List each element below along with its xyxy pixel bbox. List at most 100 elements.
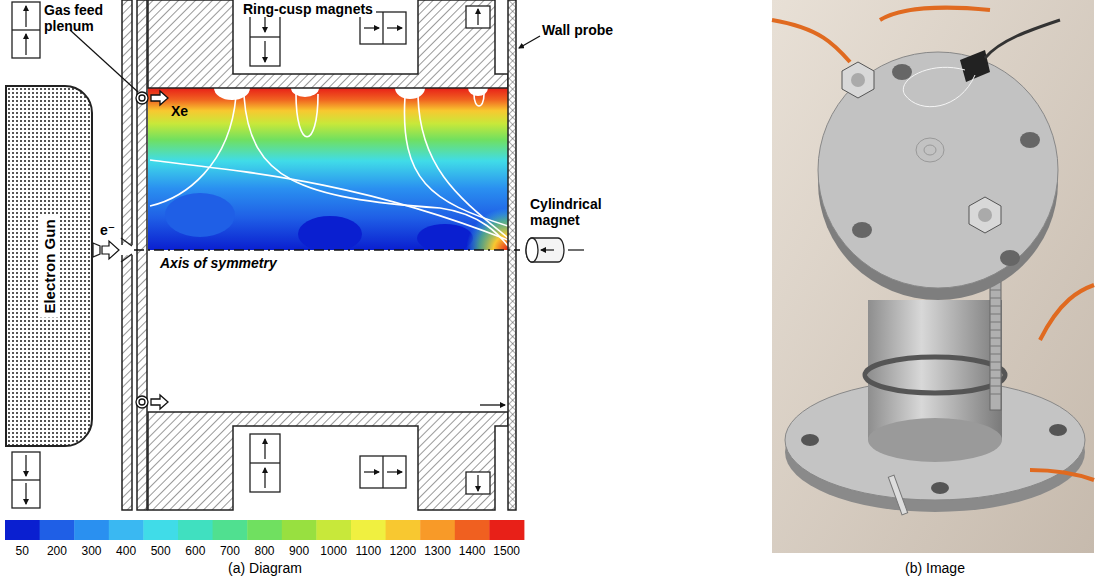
thruster-photo-part: [880, 8, 990, 20]
colorbar-part: [316, 520, 351, 540]
part-name: Cylindrical magnet: [530, 196, 620, 228]
colorbar-part: [351, 520, 386, 540]
magnet-blocks-part: [477, 475, 478, 491]
end-plates-part: [508, 0, 516, 510]
plasma-contour-part: [165, 193, 235, 237]
thruster-photo-part: [851, 73, 865, 87]
magnet-blocks-part: [25, 6, 26, 27]
node-label: Electron Gun: [40, 215, 59, 317]
colorbar-tick: 400: [116, 543, 136, 559]
plasma-contour-part: [298, 216, 362, 250]
field-lines-part: [244, 96, 508, 246]
magnet-blocks-part: [382, 456, 383, 488]
thruster-photo-part: [888, 475, 907, 515]
colorbar-part: [386, 520, 421, 540]
colorbar-tick: 50: [16, 543, 29, 559]
colorbar: [5, 520, 524, 540]
field-lines-part: [150, 160, 508, 240]
colorbar-part: [247, 520, 282, 540]
thruster-photo-part: [916, 138, 944, 162]
plasma-contour: [148, 88, 508, 250]
colorbar-tick: 1100: [355, 543, 381, 559]
part-name: Ring-cusp magnets: [240, 1, 376, 17]
thruster-photo-part: [892, 64, 912, 80]
colorbar-part: [282, 520, 317, 540]
colorbar-tick: 300: [81, 543, 101, 559]
axis-line-part: [102, 241, 119, 259]
wall-probe-leader-part: [519, 36, 540, 48]
thruster-photo-part: [924, 145, 936, 155]
magnet-blocks-part: [12, 2, 40, 58]
magnet-housing-part: [148, 0, 508, 88]
gas-plenum-part: [151, 395, 168, 409]
subfigure-caption: (b) Image: [905, 560, 965, 576]
end-plates-part: [137, 0, 147, 510]
magnet-blocks-part: [364, 471, 379, 472]
electron-gun: Electron Gun: [5, 85, 93, 447]
plasma-contour-part: [395, 88, 425, 99]
colorbar-part: [5, 520, 40, 540]
axis-line-part: [93, 243, 100, 257]
thruster-photo-part: [852, 222, 872, 238]
thruster-photo-part: [1049, 424, 1067, 436]
magnet-blocks-part: [250, 36, 280, 37]
thruster-photo-part: [818, 52, 1058, 288]
thruster-photo-part: [978, 208, 992, 222]
particle-label: e⁻: [100, 222, 115, 238]
wall-probe-leader-part: [480, 404, 505, 405]
field-lines-part: [296, 94, 318, 137]
plasma-contour-part: [417, 224, 473, 250]
colorbar-tick: 800: [254, 543, 274, 559]
axis-line: [93, 241, 520, 259]
thruster-photo-part: [868, 418, 1002, 462]
subfigure-caption: (a) Diagram: [228, 560, 302, 576]
gas-plenum-part: [136, 92, 148, 104]
magnet-blocks-part: [387, 27, 402, 28]
thruster-photo-part: [985, 20, 1060, 58]
magnet-blocks-part: [25, 483, 26, 504]
thruster-photo-part: [1000, 250, 1020, 266]
end-plates: [120, 0, 516, 510]
magnet-blocks-part: [25, 455, 26, 476]
colorbar-part: [213, 520, 248, 540]
thruster-photo-part: [1030, 470, 1094, 480]
magnet-blocks-part: [25, 34, 26, 55]
end-plates-part: [120, 245, 134, 255]
colorbar-tick: 500: [151, 543, 171, 559]
gas-plenum-part: [151, 91, 168, 105]
colorbar-part: [74, 520, 109, 540]
colorbar-tick: 600: [185, 543, 205, 559]
colorbar-tick: 1000: [320, 543, 347, 559]
gas-plenum-part: [70, 30, 138, 92]
cylindrical-magnet-part: [541, 249, 554, 250]
colorbar-tick: 1200: [390, 543, 417, 559]
thruster-photo-part: [772, 20, 850, 62]
field-lines-part: [150, 96, 236, 206]
gas-plenum-part: [139, 95, 145, 101]
cylindrical-magnet-part: [526, 238, 564, 262]
thruster-photo-part: [1040, 285, 1094, 340]
magnet-blocks-part: [250, 462, 280, 463]
thruster-photo-part: [772, 0, 1094, 553]
magnet-blocks-part: [360, 456, 406, 488]
magnet-blocks-part: [264, 439, 265, 459]
thruster-photo-part: [960, 50, 990, 82]
magnet-blocks-part: [382, 12, 383, 44]
colorbar-tick: 700: [220, 543, 240, 559]
colorbar-part: [40, 520, 75, 540]
axis-label: Axis of symmetry: [160, 255, 277, 271]
magnet-blocks-part: [12, 452, 40, 508]
colorbar-part: [489, 520, 524, 540]
magnet-blocks-part: [477, 9, 478, 25]
thruster-photo-part: [931, 482, 949, 494]
thruster-photo-part: [969, 197, 1001, 233]
thruster-photo-part: [1020, 132, 1040, 148]
gas-plenum-part: [139, 399, 145, 405]
field-lines: [150, 94, 508, 246]
gas-plenum-part: [136, 396, 148, 408]
colorbar-tick: 900: [289, 543, 309, 559]
magnet-blocks-part: [387, 471, 402, 472]
part-name: Gas feed plenum: [44, 2, 124, 34]
end-plates-part: [121, 238, 132, 262]
